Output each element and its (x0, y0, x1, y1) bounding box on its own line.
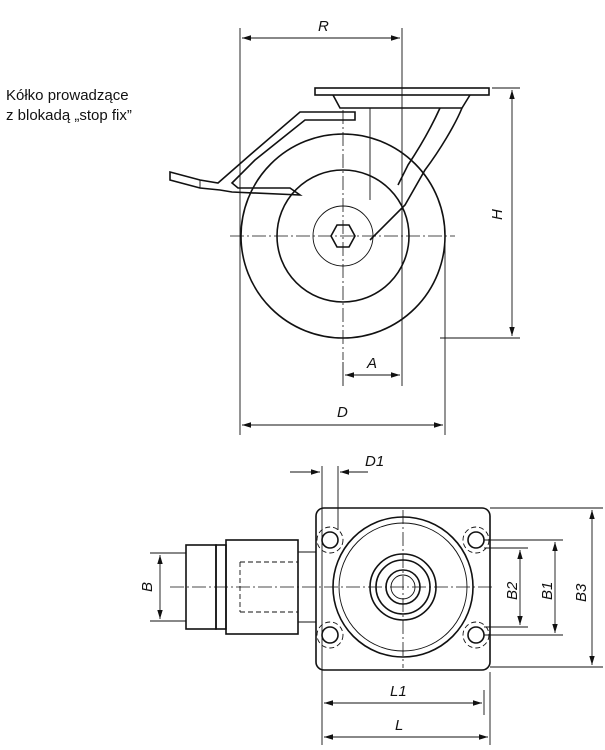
dim-b2: B2 (504, 581, 521, 600)
caption-line-2: z blokadą „stop fix” (6, 107, 132, 124)
dim-l1: L1 (390, 683, 407, 700)
dim-r: R (318, 18, 329, 35)
top-view: D1 B B2 B1 B3 L1 L (139, 453, 603, 745)
caption-line-1: Kółko prowadzące (6, 87, 129, 104)
dim-a: A (366, 355, 377, 372)
dim-h: H (489, 209, 506, 220)
dim-b3: B3 (573, 583, 590, 602)
dim-l: L (395, 717, 403, 734)
dim-b: B (139, 582, 156, 592)
plate-outline (315, 507, 491, 671)
swivel-housing (332, 94, 471, 109)
axle-nut (330, 224, 356, 248)
fork (369, 107, 463, 241)
caption: Kółko prowadzące z blokadą „stop fix” (6, 86, 132, 126)
brake-lever (169, 111, 356, 196)
side-view: R H A D (169, 18, 520, 435)
dim-b1: B1 (539, 582, 556, 600)
dim-d1: D1 (365, 453, 384, 470)
dim-d: D (337, 404, 348, 421)
